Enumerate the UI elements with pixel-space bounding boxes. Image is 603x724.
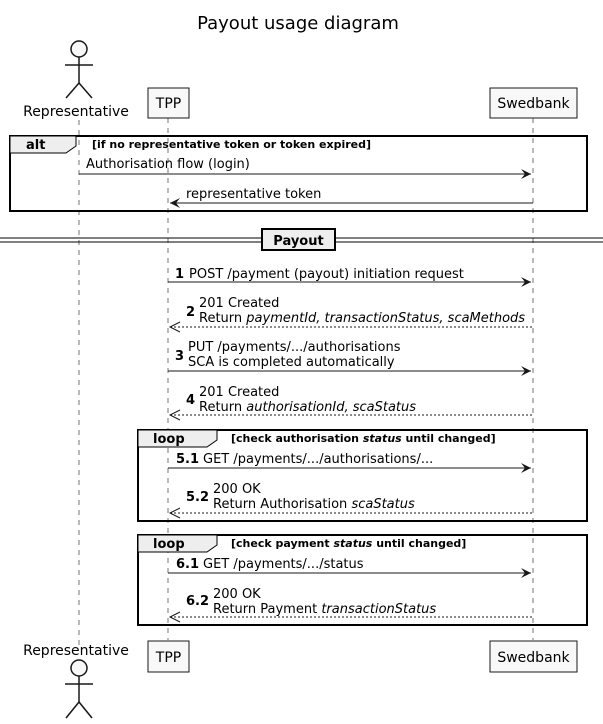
message-1: 1 POST /payment (payout) initiation requ… <box>168 267 531 287</box>
message-5-1: 5.1 GET /payments/.../authorisations/... <box>168 452 531 473</box>
swedbank-label: Swedbank <box>497 96 570 112</box>
message-detail: SCA is completed automatically <box>188 355 395 370</box>
message-4: 4 201 Created Return authorisationId, sc… <box>168 385 533 421</box>
loop-condition: [check authorisation status until change… <box>231 432 496 445</box>
loop-keyword: loop <box>153 537 185 552</box>
alt-message-authorisation-flow: Authorisation flow (login) <box>79 157 531 179</box>
loop-frame-payment-status: loop [check payment status until changed… <box>137 534 588 626</box>
message-label: 201 Created <box>199 385 279 400</box>
alt-condition: [if no representative token or token exp… <box>92 138 371 151</box>
swedbank-label: Swedbank <box>497 650 570 666</box>
representative-actor-bottom: Representative <box>23 643 129 719</box>
message-label: PUT /payments/.../authorisations <box>188 340 401 355</box>
message-2: 2 201 Created Return paymentId, transact… <box>168 296 533 333</box>
alt-frame: alt [if no representative token or token… <box>9 135 588 212</box>
loop-keyword: loop <box>153 432 185 447</box>
message-number: 5.1 <box>176 452 199 467</box>
message-detail: Return authorisationId, scaStatus <box>199 400 416 415</box>
message-number: 4 <box>186 393 195 408</box>
actor-icon <box>65 659 93 719</box>
message-5-2: 5.2 200 OK Return Authorisation scaStatu… <box>168 482 533 519</box>
alt-message-representative-token: representative token <box>170 187 533 208</box>
representative-label: Representative <box>23 104 129 120</box>
message-number: 1 <box>175 267 184 282</box>
alt-keyword: alt <box>26 138 45 153</box>
message-label: 201 Created <box>199 296 279 311</box>
actor-icon <box>65 40 93 99</box>
payout-divider: Payout <box>0 228 603 251</box>
diagram-title: Payout usage diagram <box>197 13 399 34</box>
message-6-1: 6.1 GET /payments/.../status <box>168 557 531 578</box>
tpp-participant-top: TPP <box>147 87 190 119</box>
message-label: 200 OK <box>213 482 261 497</box>
message-label: 200 OK <box>213 587 261 602</box>
message-label: Authorisation flow (login) <box>86 157 250 172</box>
message-number: 6.1 <box>176 557 199 572</box>
message-3: 3 PUT /payments/.../authorisations SCA i… <box>168 340 531 376</box>
message-number: 6.2 <box>186 594 209 609</box>
message-label: GET /payments/.../authorisations/... <box>203 452 433 467</box>
message-label: GET /payments/.../status <box>203 557 364 572</box>
message-detail: Return Authorisation scaStatus <box>213 497 415 512</box>
message-number: 2 <box>186 305 195 320</box>
tpp-label: TPP <box>155 96 181 112</box>
message-label: representative token <box>186 187 321 202</box>
message-detail: Return Payment transactionStatus <box>213 602 436 617</box>
message-number: 3 <box>175 349 184 364</box>
representative-label: Representative <box>23 643 129 659</box>
swedbank-participant-top: Swedbank <box>489 87 578 119</box>
tpp-participant-bottom: TPP <box>147 640 190 673</box>
message-number: 5.2 <box>186 490 209 505</box>
message-6-2: 6.2 200 OK Return Payment transactionSta… <box>168 587 533 623</box>
tpp-label: TPP <box>155 650 181 666</box>
loop-condition: [check payment status until changed] <box>231 537 466 550</box>
swedbank-participant-bottom: Swedbank <box>489 640 578 673</box>
divider-label: Payout <box>273 234 323 249</box>
message-detail: Return paymentId, transactionStatus, sca… <box>199 311 525 326</box>
loop-frame-authorisation: loop [check authorisation status until c… <box>137 429 588 522</box>
representative-actor-top: Representative <box>23 40 129 120</box>
message-label: POST /payment (payout) initiation reques… <box>189 267 464 282</box>
